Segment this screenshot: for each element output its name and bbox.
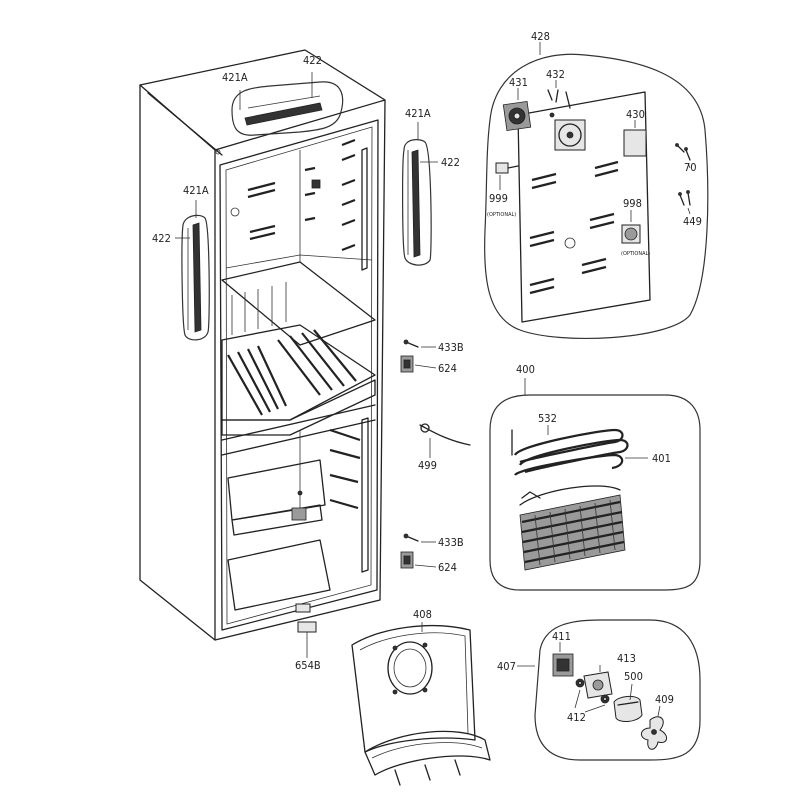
fan-motor-group (517, 619, 701, 761)
label-413: 413 (617, 652, 636, 665)
label-998: 998 (623, 197, 642, 210)
label-449: 449 (683, 215, 702, 228)
label-499: 499 (418, 459, 437, 472)
label-999: 999 (489, 192, 508, 205)
label-432: 432 (546, 68, 565, 81)
part-number-labels: 428 431 432 430 70 999 (OPTIONAL) 998 (O… (152, 30, 702, 724)
label-409: 409 (655, 693, 674, 706)
label-400: 400 (516, 363, 535, 376)
label-624-lower: 624 (438, 561, 457, 574)
right-hinge-assembly (402, 122, 438, 266)
label-412: 412 (567, 711, 586, 724)
top-hinge-assembly (231, 72, 344, 136)
evaporator-cover (351, 622, 491, 786)
label-422-right: 422 (441, 156, 460, 169)
label-422-left: 422 (152, 232, 171, 245)
cabinet-small-parts (297, 339, 471, 658)
label-500: 500 (624, 670, 643, 683)
label-430: 430 (626, 108, 645, 121)
label-433b-lower: 433B (438, 536, 464, 549)
label-624-upper: 624 (438, 362, 457, 375)
label-422-top: 422 (303, 54, 322, 67)
rear-panel-group (484, 42, 709, 340)
label-431: 431 (509, 76, 528, 89)
label-421a-top: 421A (222, 71, 248, 84)
refrigerator-cabinet (139, 49, 386, 641)
evaporator-group (489, 378, 701, 591)
left-hinge-assembly (175, 200, 210, 341)
label-401: 401 (652, 452, 671, 465)
label-408: 408 (413, 608, 432, 621)
label-999-optional: (OPTIONAL) (487, 212, 516, 218)
label-411: 411 (552, 630, 571, 643)
label-433b-upper: 433B (438, 341, 464, 354)
label-998-optional: (OPTIONAL) (621, 251, 650, 257)
label-532: 532 (538, 412, 557, 425)
label-421a-left: 421A (183, 184, 209, 197)
label-421a-right: 421A (405, 107, 431, 120)
label-70: 70 (684, 161, 697, 174)
label-428: 428 (531, 30, 550, 43)
label-654b: 654B (295, 659, 321, 672)
label-407: 407 (497, 660, 516, 673)
